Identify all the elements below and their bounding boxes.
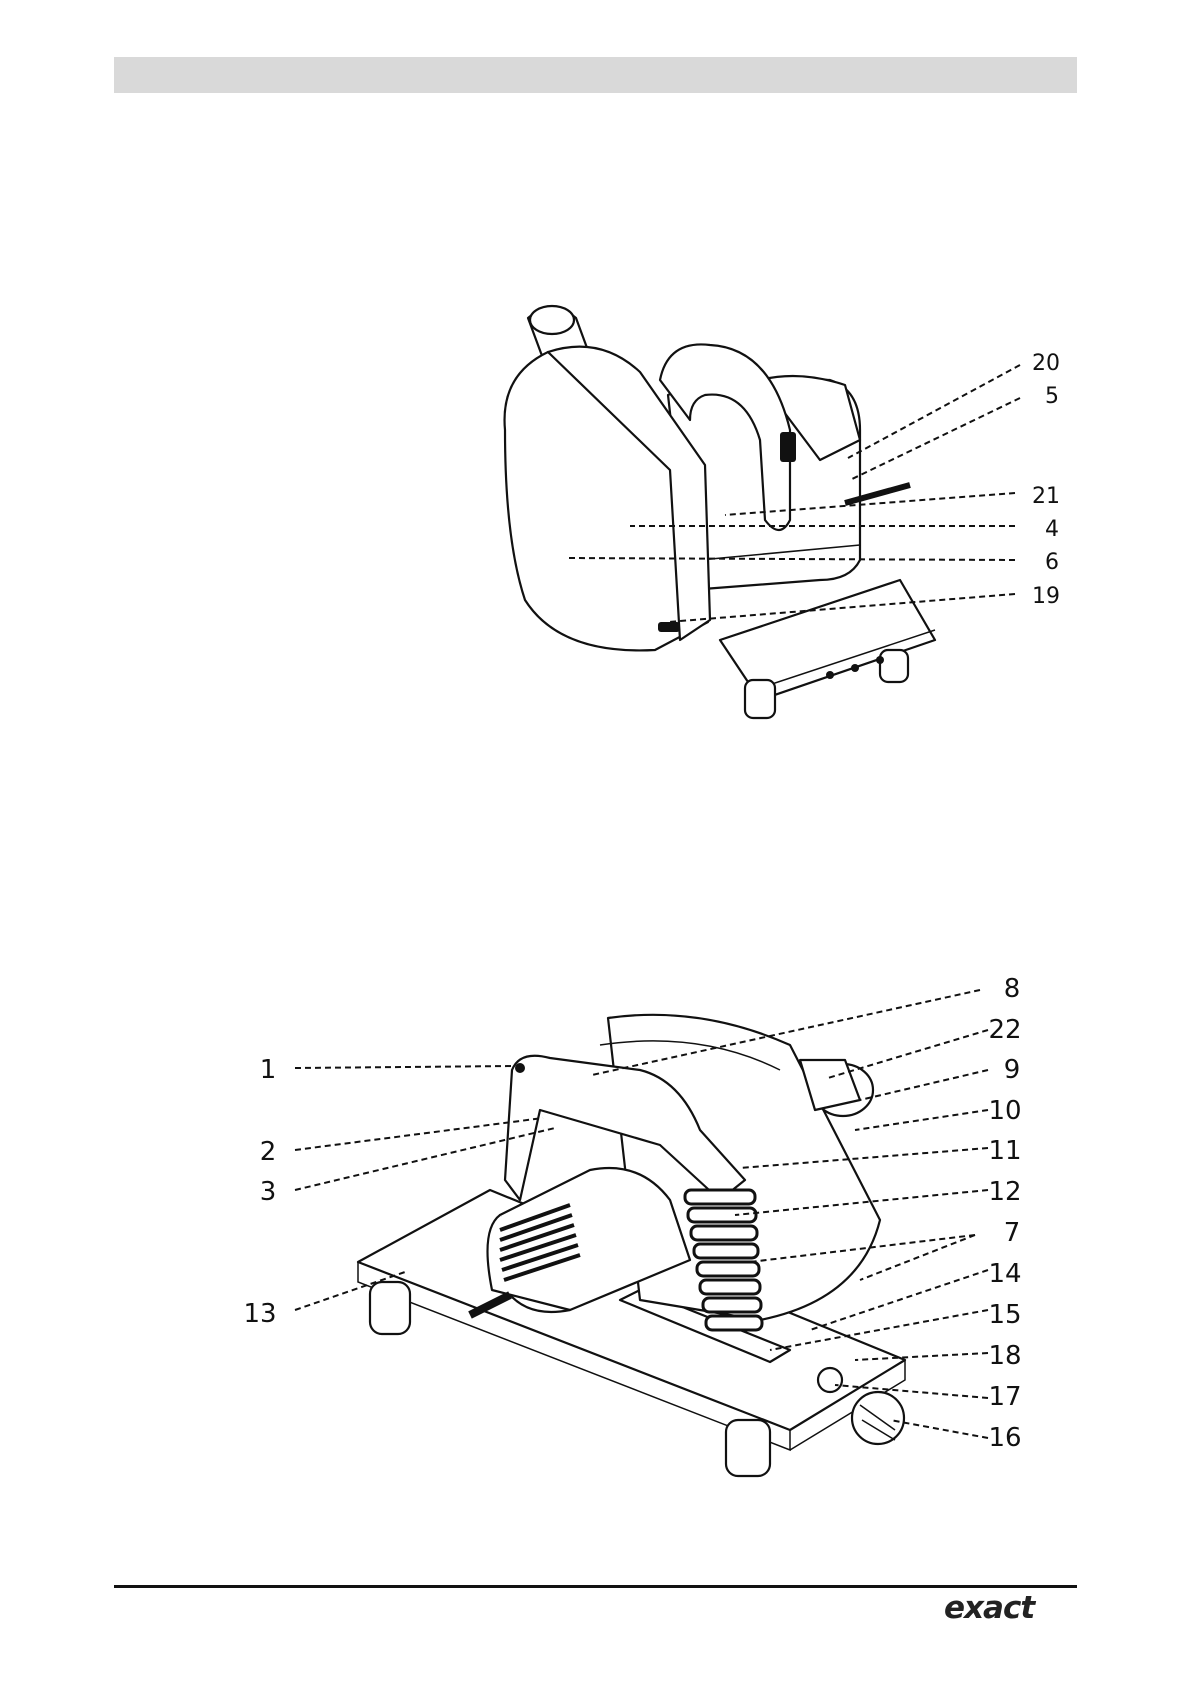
bottom-base-drawing xyxy=(358,1190,905,1476)
callout-1: 1 xyxy=(260,1055,277,1085)
bottom-handle-drawing xyxy=(505,1056,745,1200)
callout-22: 22 xyxy=(988,1015,1021,1045)
callout-6: 6 xyxy=(1045,550,1059,575)
callout-13: 13 xyxy=(243,1299,276,1329)
callout-7: 7 xyxy=(1004,1218,1021,1248)
callout-15: 15 xyxy=(988,1300,1021,1330)
callout-17: 17 xyxy=(988,1382,1021,1412)
callout-5: 5 xyxy=(1045,384,1059,409)
bottom-bellows-drawing xyxy=(685,1190,762,1330)
bottom-clamp-drawing xyxy=(818,1368,904,1444)
bottom-guard-drawing xyxy=(600,1015,880,1320)
footer-rule xyxy=(114,1585,1077,1588)
callout-21: 21 xyxy=(1032,484,1060,509)
callout-2: 2 xyxy=(260,1137,277,1167)
callout-11: 11 xyxy=(988,1136,1021,1166)
callout-18: 18 xyxy=(988,1341,1021,1371)
callout-12: 12 xyxy=(988,1177,1021,1207)
callout-4: 4 xyxy=(1045,517,1059,542)
brand-logo: exact xyxy=(944,1590,1034,1626)
callout-8: 8 xyxy=(1004,974,1021,1004)
callout-19: 19 xyxy=(1032,584,1060,609)
callout-3: 3 xyxy=(260,1177,277,1207)
base-plate-drawing xyxy=(720,580,935,718)
callout-14: 14 xyxy=(988,1259,1021,1289)
callout-9: 9 xyxy=(1004,1055,1021,1085)
callout-20: 20 xyxy=(1032,351,1060,376)
bottom-motor-drawing xyxy=(470,1168,690,1315)
callout-10: 10 xyxy=(988,1096,1021,1126)
figure-top-saw-illustration: 20 5 21 4 6 19 xyxy=(0,0,1191,760)
callout-16: 16 xyxy=(988,1423,1021,1453)
